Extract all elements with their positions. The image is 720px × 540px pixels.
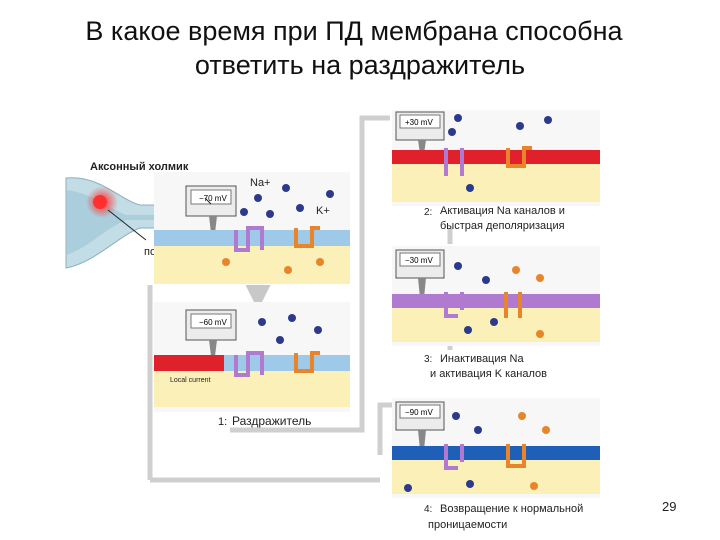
panel-return: −90 mV 4: Возвращение к нормальной прони… bbox=[392, 398, 600, 531]
ions bbox=[454, 262, 498, 334]
k-channel bbox=[294, 351, 320, 373]
voltmeter-reading: −60 mV bbox=[199, 318, 227, 327]
step-number: 1: bbox=[218, 416, 227, 428]
voltmeter: −90 mV bbox=[395, 401, 445, 470]
voltmeter-reading: −90 mV bbox=[405, 408, 433, 417]
k-channel bbox=[294, 226, 320, 248]
slide-title: В какое время при ПД мембрана способна о… bbox=[0, 14, 720, 82]
na-channel bbox=[234, 351, 264, 377]
k-ions bbox=[222, 258, 324, 274]
local-current-label: Local current bbox=[170, 377, 211, 384]
voltmeter: −60 mV bbox=[185, 309, 237, 372]
na-channel bbox=[444, 148, 464, 176]
return-caption-line2: проницаемости bbox=[428, 519, 507, 531]
ions bbox=[404, 412, 482, 492]
k-channel bbox=[506, 146, 532, 168]
membrane-depolarized bbox=[392, 150, 600, 164]
ions bbox=[240, 184, 334, 218]
intracellular-space bbox=[392, 460, 600, 494]
voltmeter-reading: +30 mV bbox=[405, 118, 433, 127]
panel-rest: Na+ K+ −70 mV bbox=[154, 172, 350, 284]
na-label: Na+ bbox=[250, 177, 271, 189]
membrane bbox=[154, 230, 350, 246]
voltmeter: +30 mV bbox=[395, 111, 445, 168]
panel-activation: +30 mV 2: Активация Na каналов и быстрая… bbox=[392, 110, 600, 232]
k-ions bbox=[518, 412, 550, 490]
membrane bbox=[392, 294, 600, 308]
membrane bbox=[224, 355, 350, 371]
intracellular-space bbox=[154, 371, 350, 407]
title-line-2: ответить на раздражитель bbox=[194, 50, 526, 80]
inactivation-caption-line2: и активация K каналов bbox=[430, 368, 547, 380]
step-number: 3: bbox=[424, 354, 432, 365]
na-channel bbox=[234, 226, 264, 252]
panel-inactivation: −30 mV 3: Инактивация Na и активация K к… bbox=[392, 246, 600, 380]
na-channel bbox=[444, 444, 464, 470]
page-number: 29 bbox=[662, 499, 677, 514]
intracellular-space bbox=[392, 164, 600, 202]
k-channel bbox=[506, 444, 526, 468]
stimulus-caption: Раздражитель bbox=[232, 414, 311, 428]
inactivation-caption-line1: Инактивация Na bbox=[440, 353, 524, 365]
title-line-1: В какое время при ПД мембрана способна bbox=[85, 16, 623, 46]
ions bbox=[448, 114, 552, 192]
membrane-depolarized bbox=[154, 355, 224, 371]
activation-caption-line2: быстрая деполяризация bbox=[440, 220, 565, 232]
voltmeter-reading: −30 mV bbox=[405, 256, 433, 265]
activation-caption-line1: Активация Na каналов и bbox=[440, 205, 565, 217]
ions bbox=[258, 314, 322, 344]
voltmeter-reading: −70 mV bbox=[199, 194, 227, 203]
intracellular-space bbox=[154, 246, 350, 284]
membrane bbox=[392, 446, 600, 460]
panel-stimulus: −60 mV Local current 1: Раздражитель bbox=[154, 302, 350, 428]
na-channel bbox=[444, 292, 464, 318]
step-number: 2: bbox=[424, 207, 432, 218]
step-number: 4: bbox=[424, 504, 432, 515]
k-channel bbox=[504, 292, 522, 318]
return-caption-line1: Возвращение к нормальной bbox=[440, 503, 583, 515]
axon-hillock-label: Аксонный холмик bbox=[90, 161, 189, 173]
k-label: K+ bbox=[316, 205, 330, 217]
k-ions bbox=[512, 266, 544, 338]
